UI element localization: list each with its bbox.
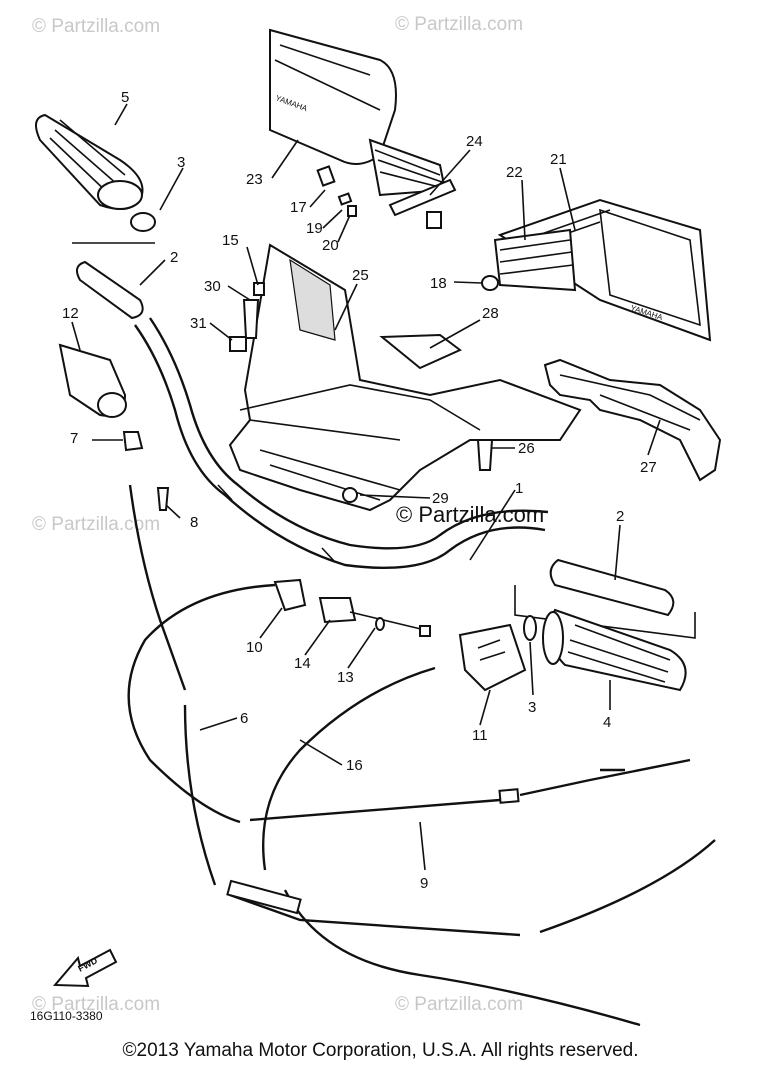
part-switch-right xyxy=(458,623,527,692)
part-nut-29 xyxy=(342,487,358,503)
callout-labels: 5 3 2 12 7 8 23 17 19 20 24 18 22 21 25 … xyxy=(62,89,657,892)
part-handlebar-cover xyxy=(228,243,582,512)
part-cables xyxy=(127,484,716,1027)
callout-11: 11 xyxy=(472,727,488,744)
part-small-fasteners xyxy=(316,165,499,291)
callout-3: 3 xyxy=(528,699,536,716)
callout-8: 8 xyxy=(190,514,198,531)
part-cable-adjusters xyxy=(273,578,431,637)
callout-29: 29 xyxy=(432,490,449,507)
callout-21: 21 xyxy=(550,151,567,168)
callout-18: 18 xyxy=(430,275,447,292)
callout-6: 6 xyxy=(240,710,248,727)
callout-12: 12 xyxy=(62,305,79,322)
callout-17: 17 xyxy=(290,199,307,216)
part-switch-left xyxy=(58,343,127,418)
callout-19: 19 xyxy=(306,220,323,237)
callout-3: 3 xyxy=(177,154,185,171)
callout-22: 22 xyxy=(506,164,523,181)
part-mirror-right: YAMAHA xyxy=(493,198,712,342)
watermark-text: © Partzilla.com xyxy=(32,16,160,37)
callout-20: 20 xyxy=(322,237,339,254)
callout-2: 2 xyxy=(616,508,624,525)
diagram-reference-code: 16G110-3380 xyxy=(30,1009,103,1023)
callout-25: 25 xyxy=(352,267,369,284)
watermark-text: © Partzilla.com xyxy=(32,514,160,535)
callout-9: 9 xyxy=(420,875,428,892)
callout-26: 26 xyxy=(518,440,535,457)
fwd-arrow-icon: FWD xyxy=(52,948,118,988)
callout-10: 10 xyxy=(246,639,263,656)
part-collar-left xyxy=(130,212,156,232)
callout-23: 23 xyxy=(246,171,263,188)
part-bracket-28 xyxy=(379,333,462,370)
callout-30: 30 xyxy=(204,278,221,295)
part-collar-right xyxy=(523,615,537,641)
part-screws-left xyxy=(229,282,265,352)
part-handlebar xyxy=(134,317,549,570)
callout-1: 1 xyxy=(515,480,523,497)
part-clamp-7 xyxy=(122,431,144,452)
leader-lines xyxy=(71,103,661,871)
watermark-text: © Partzilla.com xyxy=(32,994,160,1015)
callout-5: 5 xyxy=(121,89,129,106)
callout-28: 28 xyxy=(482,305,499,322)
part-throttle-tube-left xyxy=(72,242,155,320)
part-bolt-26 xyxy=(476,439,494,471)
watermark-text: © Partzilla.com xyxy=(395,994,523,1015)
callout-2: 2 xyxy=(170,249,178,266)
callout-31: 31 xyxy=(190,315,207,332)
callout-27: 27 xyxy=(640,459,657,476)
copyright-notice: ©2013 Yamaha Motor Corporation, U.S.A. A… xyxy=(122,1040,639,1061)
part-screw-8 xyxy=(156,487,170,511)
part-throttle-tube-right xyxy=(514,558,696,639)
callout-14: 14 xyxy=(294,655,311,672)
part-mirror-left: YAMAHA xyxy=(269,28,447,197)
callout-13: 13 xyxy=(337,669,354,686)
watermark-inline: © Partzilla.com xyxy=(396,502,544,527)
callout-15: 15 xyxy=(222,232,239,249)
watermark-text: © Partzilla.com xyxy=(395,14,523,35)
part-grip-right xyxy=(542,608,687,692)
part-grip-left xyxy=(35,113,144,210)
callout-4: 4 xyxy=(603,714,611,731)
watermark-layer: © Partzilla.com © Partzilla.com © Partzi… xyxy=(32,14,523,1015)
part-bracket-right xyxy=(543,358,722,482)
callout-7: 7 xyxy=(70,430,78,447)
callout-16: 16 xyxy=(346,757,363,774)
callout-24: 24 xyxy=(466,133,483,150)
